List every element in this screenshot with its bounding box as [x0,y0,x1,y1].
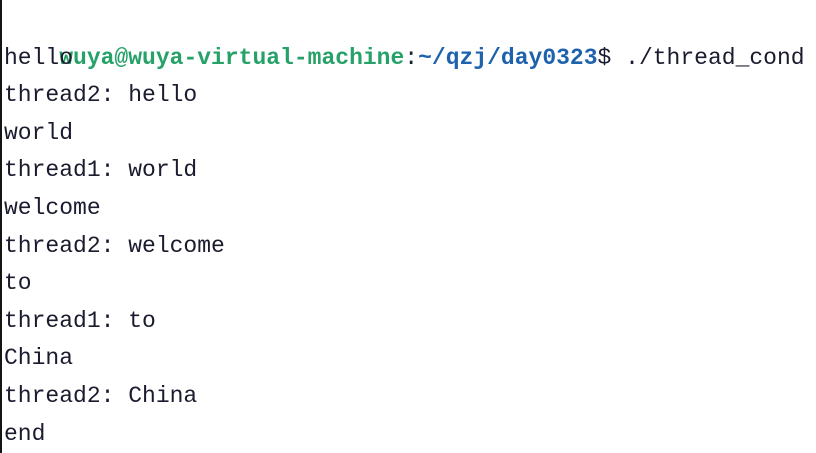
output-line: China [4,345,74,372]
output-line: thread2: China [4,382,198,409]
command-text: ./thread_cond [611,44,805,71]
prompt-dollar: $ [597,44,612,71]
output-line: world [4,119,74,146]
prompt-path: ~/qzj/day0323 [418,44,598,71]
prompt-line: wuya@wuya-virtual-machine:~/qzj/day0323$… [4,2,816,71]
output-line: welcome [4,194,101,221]
prompt-user-host: wuya@wuya-virtual-machine [59,44,405,71]
output-line: thread2: welcome [4,232,225,259]
output-line: hello [4,44,74,71]
output-line: thread1: world [4,157,198,184]
prompt-colon: : [404,44,419,71]
output-line: thread1: to [4,307,156,334]
output-line: end [4,420,46,447]
output-line: thread2: hello [4,82,198,109]
output-line: to [4,270,32,297]
